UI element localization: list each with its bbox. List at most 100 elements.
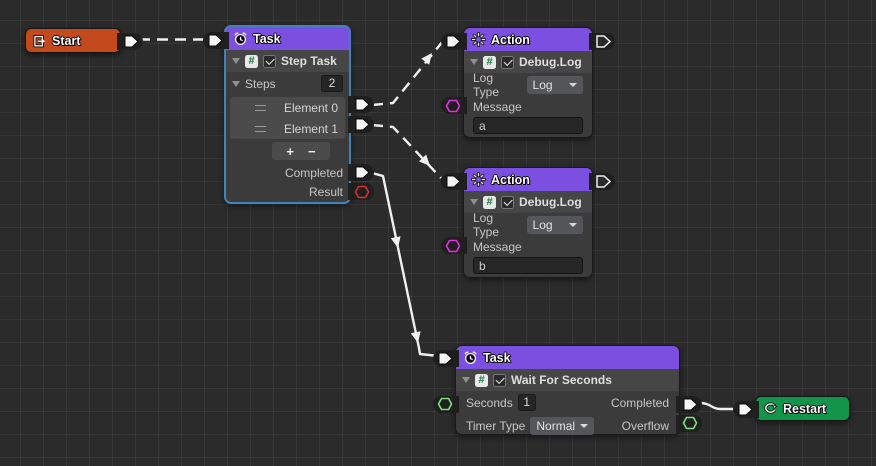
script-icon: #: [475, 373, 488, 387]
restart-in-port[interactable]: [733, 400, 759, 418]
seconds-label: Seconds: [466, 395, 513, 410]
action-a-subheader: # Debug.Log: [464, 51, 592, 73]
node-step-task[interactable]: Task # Step Task Steps 2 Element 0 Eleme…: [203, 25, 374, 204]
node-wait-task[interactable]: Task # Wait For Seconds Seconds 1 Comple…: [433, 345, 702, 435]
action-a-header[interactable]: Action: [464, 28, 592, 51]
action-sparkle-icon: [471, 32, 486, 47]
timer-type-dropdown[interactable]: Normal: [530, 416, 595, 435]
action-sparkle-icon: [471, 172, 486, 187]
action-a-name: Debug.Log: [519, 55, 582, 69]
step-task-in-port[interactable]: [203, 32, 229, 49]
step-task-enabled-checkbox[interactable]: [263, 54, 276, 68]
node-action-a[interactable]: Action # Debug.Log Log Type Log Message …: [441, 27, 615, 138]
action-b-subheader: # Debug.Log: [464, 191, 592, 213]
start-icon: [33, 34, 46, 47]
dropdown-arrow-icon: [569, 83, 577, 87]
foldout-arrow-icon[interactable]: [462, 377, 470, 383]
foldout-arrow-icon[interactable]: [470, 59, 478, 65]
wait-task-name: Wait For Seconds: [511, 373, 612, 387]
edge-element0-to-action-a[interactable]: [371, 40, 444, 107]
action-b-header[interactable]: Action: [464, 168, 592, 191]
log-type-label: Log Type: [473, 71, 500, 99]
completed-out-port[interactable]: [348, 164, 374, 181]
edge-element1-to-action-b[interactable]: [371, 123, 442, 179]
message-value: a: [479, 118, 486, 133]
node-action-b[interactable]: Action # Debug.Log Log Type Log Message …: [441, 167, 615, 278]
steps-label: Steps: [245, 76, 276, 91]
element-1-out-port[interactable]: [348, 116, 374, 133]
list-size-controls: + −: [272, 142, 330, 160]
wait-completed-label: Completed: [610, 395, 669, 410]
completed-row: Completed: [226, 163, 349, 182]
element-1-label: Element 1: [283, 121, 338, 136]
action-a-enabled-checkbox[interactable]: [501, 55, 514, 69]
result-label: Result: [308, 184, 343, 199]
wait-task-header[interactable]: Task: [456, 346, 679, 369]
add-element-button[interactable]: +: [286, 143, 294, 159]
step-task-title: Task: [253, 31, 281, 46]
restart-node-title: Restart: [783, 401, 827, 416]
drag-handle-icon[interactable]: [254, 125, 266, 132]
step-task-subheader: # Step Task: [226, 50, 349, 72]
steps-list: Element 0 Element 1: [230, 97, 345, 139]
start-node-title: Start: [52, 33, 81, 48]
seconds-value-port[interactable]: [433, 395, 459, 413]
start-out-port[interactable]: [117, 32, 143, 50]
script-icon: #: [245, 54, 258, 68]
remove-element-button[interactable]: −: [308, 143, 316, 159]
edge-wait-completed-to-restart[interactable]: [699, 401, 737, 411]
steps-row: Steps 2: [226, 72, 349, 95]
message-input[interactable]: b: [473, 257, 583, 274]
log-type-dropdown[interactable]: Log: [526, 76, 583, 94]
list-item-element-0[interactable]: Element 0: [230, 97, 345, 118]
log-type-value: Log: [532, 78, 553, 92]
node-restart[interactable]: Restart: [733, 396, 850, 421]
log-type-dropdown[interactable]: Log: [526, 216, 583, 234]
message-label-row: Message: [464, 237, 592, 256]
dropdown-arrow-icon: [569, 223, 577, 227]
restart-icon: [764, 402, 778, 414]
steps-foldout-icon[interactable]: [232, 80, 240, 87]
log-type-value: Log: [532, 218, 553, 232]
message-label: Message: [473, 99, 522, 114]
wait-task-subheader: # Wait For Seconds: [456, 369, 679, 391]
drag-handle-icon[interactable]: [254, 104, 266, 111]
overflow-out-port[interactable]: [676, 414, 702, 432]
timer-type-label: Timer Type: [466, 418, 526, 433]
foldout-arrow-icon[interactable]: [232, 58, 240, 64]
result-out-port[interactable]: [348, 183, 374, 200]
element-0-out-port[interactable]: [348, 96, 374, 113]
log-type-row: Log Type Log: [464, 211, 592, 239]
overflow-label: Overflow: [621, 418, 669, 433]
wait-task-in-port[interactable]: [433, 349, 459, 367]
foldout-arrow-icon[interactable]: [470, 199, 478, 205]
action-a-in-port[interactable]: [441, 32, 467, 50]
message-value: b: [479, 258, 486, 273]
node-start[interactable]: Start: [25, 28, 143, 53]
step-task-header[interactable]: Task: [226, 27, 349, 50]
seconds-field[interactable]: 1: [517, 394, 536, 411]
log-type-row: Log Type Log: [464, 71, 592, 99]
message-label: Message: [473, 239, 522, 254]
edge-arrowheads: [390, 53, 432, 343]
action-b-in-port[interactable]: [441, 172, 467, 190]
script-icon: #: [483, 195, 496, 209]
task-clock-icon: [464, 351, 477, 364]
action-a-out-port[interactable]: [589, 32, 615, 50]
list-item-element-1[interactable]: Element 1: [230, 118, 345, 139]
edge-completed-to-wait-task[interactable]: [371, 171, 439, 358]
message-value-port[interactable]: [441, 97, 467, 114]
message-input[interactable]: a: [473, 117, 583, 134]
action-b-enabled-checkbox[interactable]: [501, 195, 514, 209]
wait-completed-out-port[interactable]: [676, 395, 702, 413]
steps-count-field[interactable]: 2: [321, 75, 343, 92]
result-row: Result: [226, 182, 349, 201]
action-b-name: Debug.Log: [519, 195, 582, 209]
message-value-port[interactable]: [441, 237, 467, 254]
action-b-out-port[interactable]: [589, 172, 615, 190]
element-0-label: Element 0: [283, 100, 338, 115]
dropdown-arrow-icon: [580, 423, 589, 428]
wait-task-enabled-checkbox[interactable]: [493, 373, 506, 387]
